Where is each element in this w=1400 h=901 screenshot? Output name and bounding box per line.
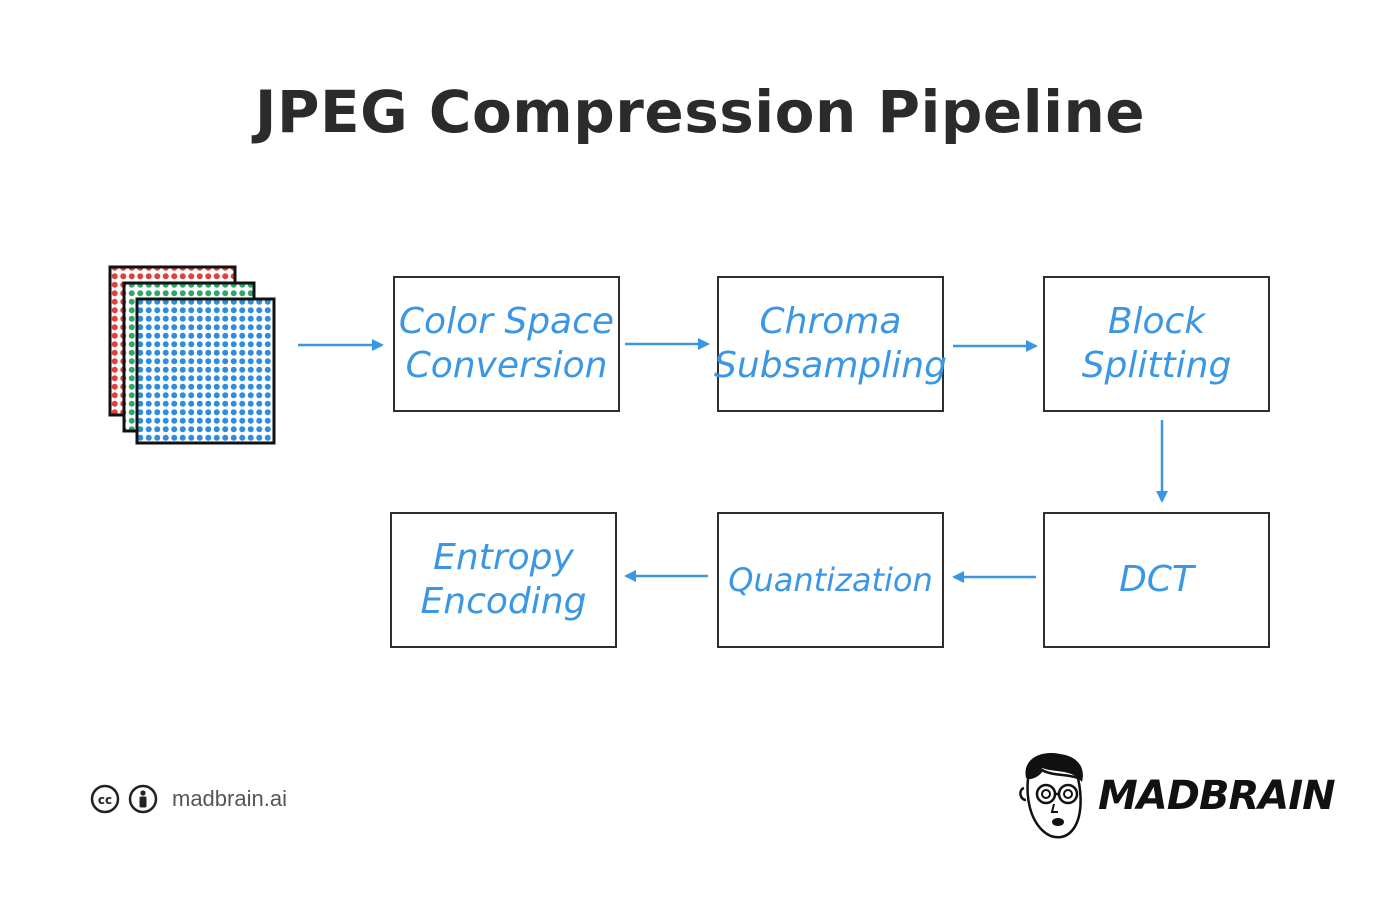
step-entropy-encoding: Entropy Encoding (390, 512, 617, 648)
step-label-line: Splitting (1081, 345, 1232, 386)
svg-text:cc: cc (98, 793, 112, 807)
site-link[interactable]: madbrain.ai (172, 786, 287, 811)
image-layer-blue (135, 297, 276, 445)
step-chroma-subsampling: Chroma Subsampling (714, 276, 947, 412)
step-label-line: Block (1107, 301, 1206, 342)
step-label-line: DCT (1119, 559, 1194, 600)
step-label-line: Quantization (728, 561, 933, 599)
step-label-line: Entropy (433, 537, 574, 578)
step-block-splitting: Block Splitting (1043, 276, 1270, 412)
step-dct: DCT (1043, 512, 1270, 648)
page-title: JPEG Compression Pipeline (254, 78, 1146, 146)
step-color-space-conversion: Color Space Conversion (393, 276, 620, 412)
license-area: cc madbrain.ai (90, 784, 287, 814)
flow-arrows (298, 338, 1168, 583)
step-label-line: Conversion (405, 345, 608, 386)
step-label-line: Encoding (420, 581, 587, 622)
step-label-line: Chroma (759, 301, 902, 342)
attribution-icon (128, 784, 158, 814)
mascot-face-icon (1019, 753, 1083, 839)
step-label-line: Subsampling (714, 345, 947, 386)
image-stack (108, 265, 276, 445)
brand-logo: MADBRAIN (1012, 748, 1336, 844)
brand-name: MADBRAIN (1098, 773, 1336, 819)
step-quantization: Quantization (717, 512, 944, 648)
cc-icon: cc (90, 784, 120, 814)
step-label-line: Color Space (398, 301, 615, 342)
